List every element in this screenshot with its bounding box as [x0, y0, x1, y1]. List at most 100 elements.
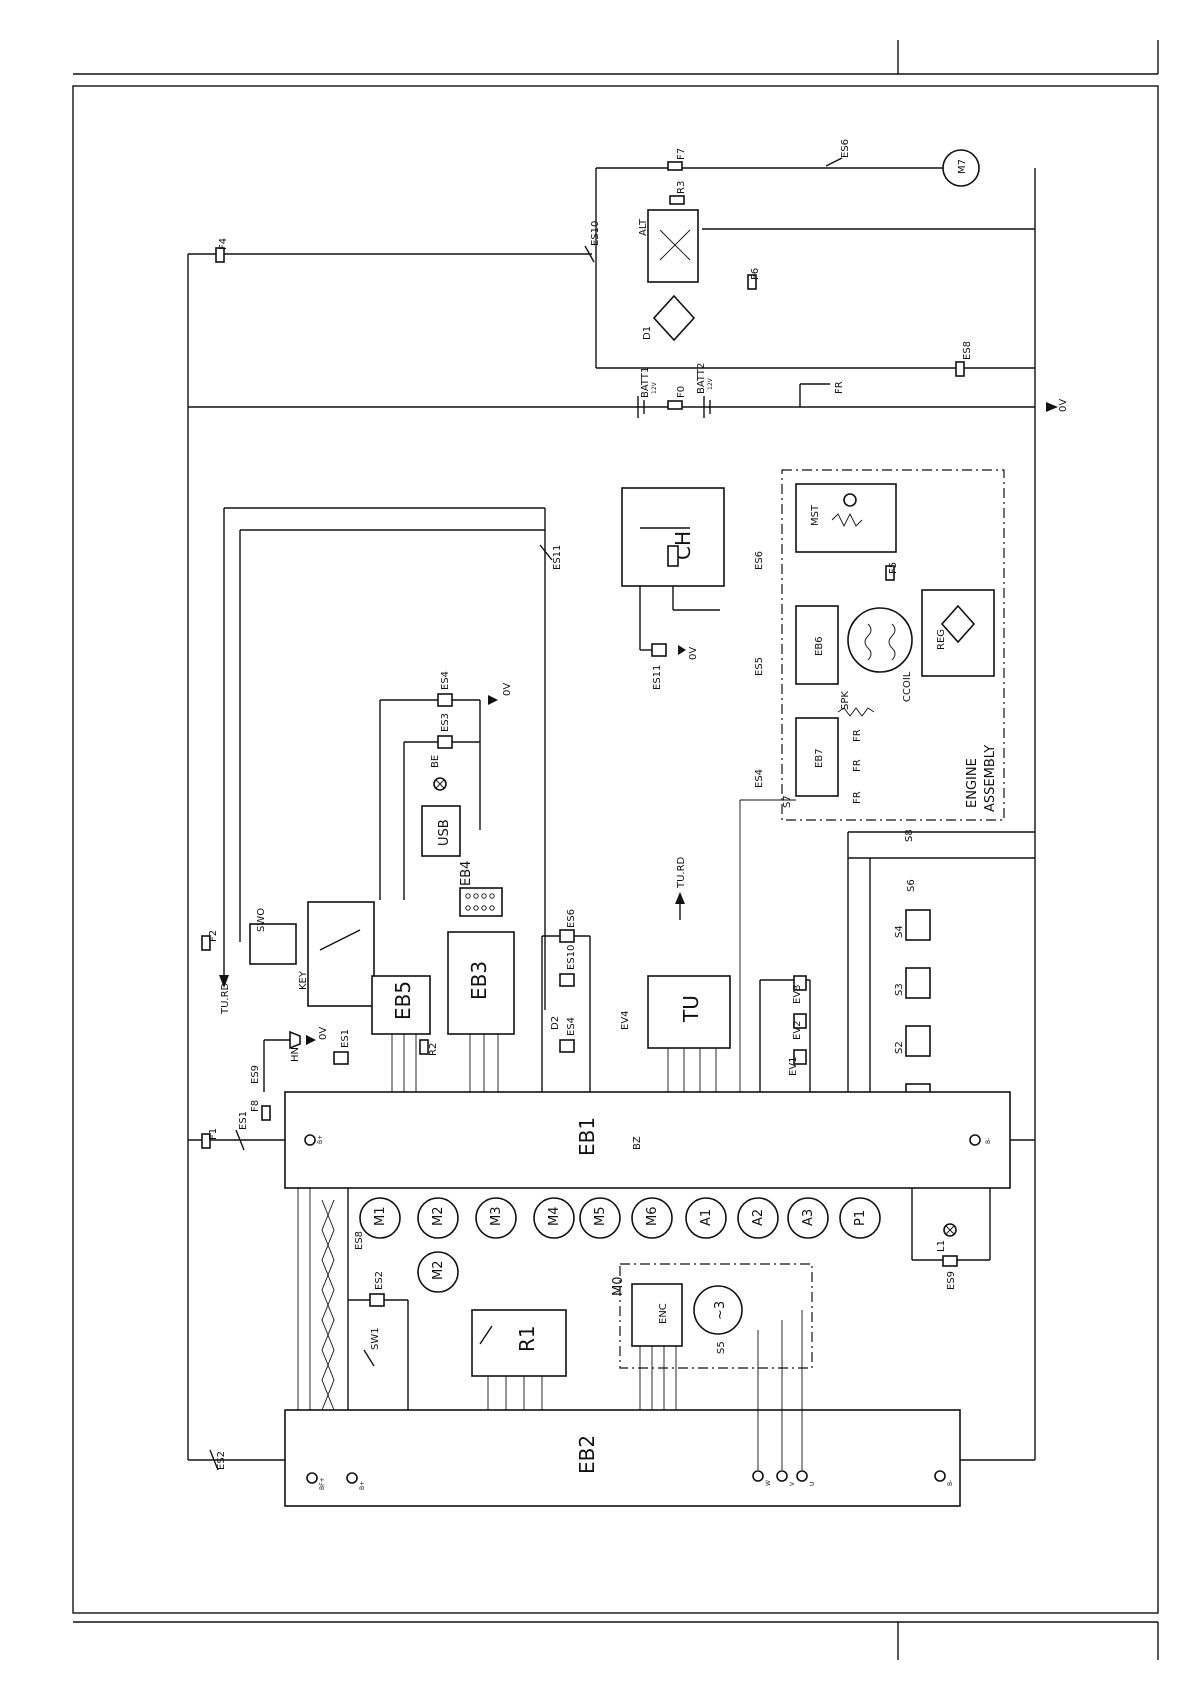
svg-text:B-: B- [985, 1138, 992, 1144]
motor-m6: M6 [631, 1197, 673, 1239]
svg-text:~3: ~3 [713, 1301, 728, 1320]
svg-text:EV2: EV2 [792, 1020, 803, 1040]
module-eb5: EB5 [371, 975, 431, 1035]
es-relay-group: ES6 ES10 D2 ES4 EV4 [541, 909, 631, 1092]
svg-text:ES3: ES3 [440, 713, 451, 732]
svg-text:F0: F0 [676, 386, 687, 398]
relay-es2-sw1: ES2 SW1 [348, 1271, 409, 1410]
svg-text:0V: 0V [688, 647, 699, 660]
svg-text:EV4: EV4 [620, 1010, 631, 1030]
diode-bridge-d1: D1 [642, 294, 696, 342]
ground-0v-top: 0V [1046, 399, 1069, 412]
svg-text:L1: L1 [936, 1240, 947, 1252]
battery-1: BATT1 12V [637, 367, 658, 418]
svg-text:M4: M4 [547, 1207, 562, 1227]
svg-text:M1: M1 [373, 1207, 388, 1227]
drawing-frame [72, 85, 1159, 1614]
svg-text:S8: S8 [904, 829, 915, 842]
valves-ev: EV3 EV2 EV1 [759, 975, 811, 1092]
svg-text:FR: FR [852, 791, 863, 804]
fuse-f0: F0 [667, 386, 687, 410]
svg-text:BATT2: BATT2 [696, 363, 707, 394]
svg-text:ES4: ES4 [566, 1017, 577, 1036]
module-eb1: EB1 BZ B+ B- [284, 1091, 1011, 1189]
alternator: ALT R3 [638, 181, 699, 283]
svg-text:B+: B+ [359, 1481, 366, 1490]
svg-text:FR: FR [834, 381, 845, 394]
svg-text:ES9: ES9 [946, 1271, 957, 1290]
svg-text:SPK: SPK [840, 691, 851, 710]
module-eb4: EB4 [459, 861, 503, 917]
svg-text:ES5: ES5 [754, 657, 765, 676]
svg-text:S4: S4 [894, 925, 905, 938]
svg-text:S7: S7 [782, 795, 793, 808]
fuse-f2: F2 [201, 930, 219, 951]
motor-m4: M4 [533, 1197, 575, 1239]
motor-m2a: M2 [417, 1197, 459, 1239]
svg-text:ES8: ES8 [354, 1231, 365, 1250]
coil-ccoil: CCOIL [847, 607, 913, 702]
relay-es9: ES9 [250, 1065, 261, 1084]
svg-text:EV3: EV3 [792, 984, 803, 1004]
relays-es3-es5: ES4 ES3 0V [379, 671, 513, 900]
fuse-f4: F4 [215, 238, 229, 263]
regulator-reg: REG [921, 589, 995, 677]
module-eb6: EB6 [795, 605, 839, 685]
svg-text:BF+: BF+ [319, 1477, 326, 1490]
svg-text:SWO: SWO [256, 908, 267, 932]
title-block-bottom [73, 1621, 1159, 1660]
svg-text:MST: MST [810, 504, 821, 526]
svg-text:V: V [789, 1481, 796, 1486]
svg-text:ES10: ES10 [590, 221, 601, 246]
svg-text:F5: F5 [888, 562, 899, 574]
motor-a3: A3 [787, 1197, 829, 1239]
svg-text:EB1: EB1 [575, 1117, 599, 1156]
svg-text:BZ: BZ [632, 1136, 643, 1150]
svg-text:FR: FR [852, 759, 863, 772]
switch-swo: SWO [249, 908, 297, 965]
svg-text:ES6: ES6 [840, 139, 851, 158]
svg-text:M2: M2 [431, 1261, 446, 1281]
svg-text:ASSEMBLY: ASSEMBLY [983, 745, 998, 812]
svg-text:W: W [765, 1480, 772, 1486]
svg-text:R3: R3 [676, 181, 687, 194]
svg-text:FR: FR [852, 729, 863, 742]
svg-text:EB5: EB5 [391, 981, 415, 1020]
engine-assembly: ENGINE ASSEMBLY [781, 469, 1005, 821]
motor-p1: P1 [839, 1197, 881, 1239]
svg-text:ES9: ES9 [250, 1065, 261, 1084]
svg-text:D1: D1 [642, 326, 653, 340]
svg-text:S5: S5 [716, 1341, 727, 1354]
svg-text:ES11: ES11 [652, 665, 663, 690]
motor-a2: A2 [737, 1197, 779, 1239]
svg-text:B+: B+ [317, 1135, 324, 1144]
lamp-l1: L1 ES9 [911, 1188, 991, 1290]
svg-text:F6: F6 [750, 268, 761, 280]
relay-es8-top: ES8 [955, 341, 973, 377]
motor-row: M1 M2 M2 M3 M4 M5 M6 A1 A2 A3 P1 [359, 1197, 881, 1293]
svg-text:EB3: EB3 [467, 961, 491, 1000]
lamp-be: BE [430, 755, 447, 791]
resistor-r2: R2 [419, 1039, 439, 1056]
svg-text:M6: M6 [645, 1207, 660, 1227]
fuse-f8: F8 [250, 1100, 271, 1121]
charger-ch: CH ES11 0V [621, 487, 725, 690]
svg-text:F4: F4 [218, 238, 229, 250]
key-switch: KEY [298, 901, 375, 1007]
motor-m7: M7 [942, 149, 980, 187]
svg-text:ES6: ES6 [754, 551, 765, 570]
switch-es6-top: ES6 [825, 139, 851, 167]
svg-text:M2: M2 [431, 1207, 446, 1227]
svg-text:A3: A3 [801, 1209, 816, 1226]
svg-text:TU.RD: TU.RD [220, 982, 231, 1015]
power-rails [187, 167, 1036, 1461]
svg-text:ES6: ES6 [566, 909, 577, 928]
svg-text:CCOIL: CCOIL [902, 671, 913, 702]
svg-text:USB: USB [437, 819, 452, 846]
svg-text:ES1: ES1 [238, 1111, 249, 1130]
svg-text:F1: F1 [208, 1128, 219, 1140]
fuse-f6: F6 [747, 268, 761, 290]
svg-text:ES2: ES2 [374, 1271, 385, 1290]
svg-text:12V: 12V [651, 381, 658, 394]
